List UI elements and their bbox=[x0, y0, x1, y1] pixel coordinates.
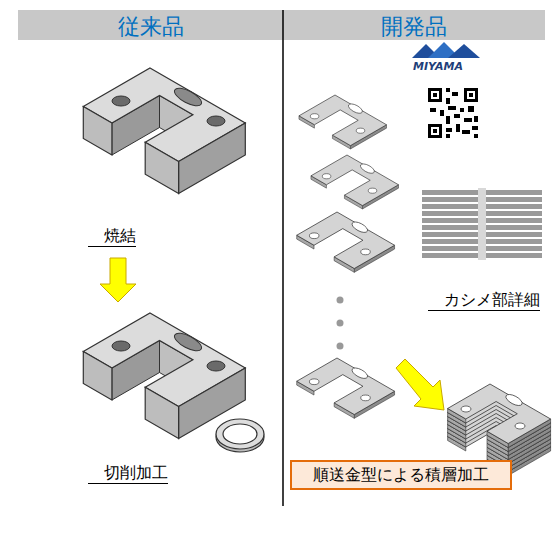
header-cell: 開発品 bbox=[283, 10, 545, 45]
node-text: 従来品 bbox=[118, 14, 184, 40]
plate bbox=[297, 358, 395, 418]
process-label: 焼結 bbox=[88, 226, 136, 247]
dot bbox=[337, 343, 344, 350]
plate bbox=[311, 155, 399, 209]
detail-label: カシメ部詳細 bbox=[428, 290, 540, 311]
plate bbox=[297, 212, 395, 272]
logo-mark bbox=[412, 42, 480, 58]
node-text: 開発品 bbox=[381, 14, 447, 40]
process-box: 順送金型による積層加工 bbox=[290, 460, 512, 490]
dot bbox=[337, 297, 344, 304]
diagonal-arrow bbox=[396, 359, 444, 410]
qr-code bbox=[428, 88, 478, 138]
sintered-part bbox=[83, 68, 245, 194]
column-divider bbox=[282, 10, 284, 506]
process-label: 切削加工 bbox=[88, 463, 168, 484]
machined-part bbox=[83, 313, 245, 439]
header-cell: 従来品 bbox=[18, 10, 283, 45]
caulking-detail bbox=[422, 188, 542, 260]
logo-text: MIYAMA bbox=[413, 60, 463, 74]
cut-ring bbox=[216, 419, 264, 452]
header-band bbox=[18, 10, 545, 40]
dot bbox=[337, 320, 344, 327]
plate bbox=[299, 95, 387, 149]
down-arrow bbox=[100, 258, 136, 302]
node-text: 順送金型による積層加工 bbox=[313, 465, 489, 484]
